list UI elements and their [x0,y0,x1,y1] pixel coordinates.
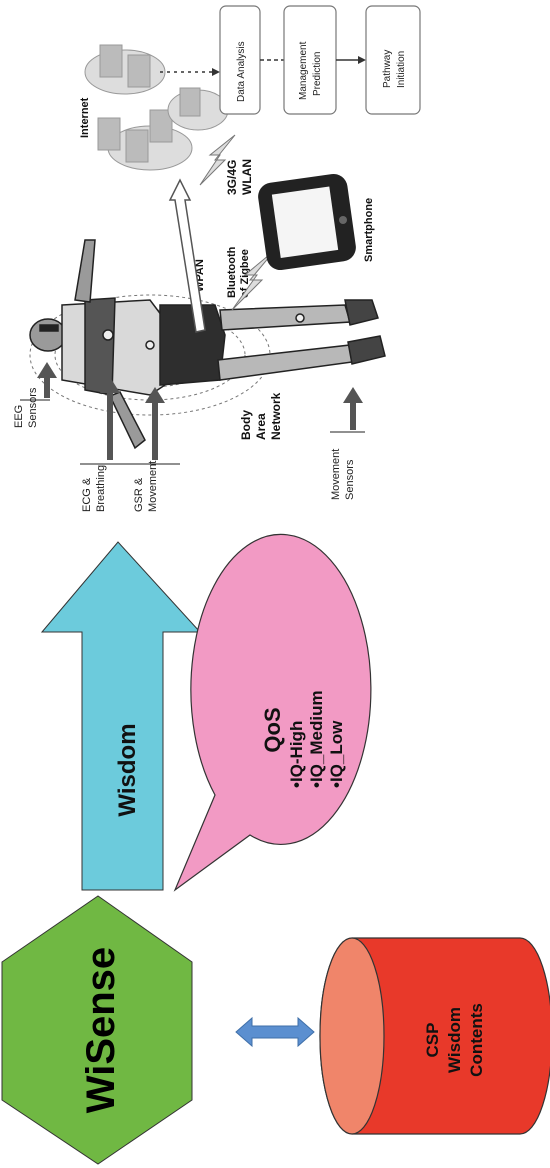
bluetooth-line-2: of Zigbee [239,249,251,298]
person-figure [29,239,386,450]
qos-item-low: •IQ_Low [327,720,346,788]
gsr-line-2: Movement [147,461,159,512]
csp-line-1: CSP [423,1023,442,1058]
ban-label: Body Area Network [239,392,283,440]
pipeline-link-2-arrowhead [358,56,366,64]
sensor-arrows [37,362,363,460]
bluetooth-label: Bluetooth of Zigbee [226,246,251,298]
smartphone-icon [258,173,356,271]
internet-to-analysis-arrowhead [212,68,220,76]
pipeline-prediction-label: Prediction [312,52,323,96]
pipeline-pathway-label: Pathway [382,50,393,88]
movement-line-2: Sensors [344,459,356,500]
movement-sensors-label: Movement Sensors [330,449,356,500]
pipeline-initiation-label: Initiation [396,51,407,88]
ban-line-3: Network [269,392,283,440]
cellular-line-2: WLAN [240,159,254,195]
wisdom-arrow-label: Wisdom [114,723,141,816]
csp-wisdom-contents-store: CSP Wisdom Contents [319,937,550,1135]
hexagon-shape [1,895,193,1165]
double-arrow-shape [235,1016,315,1048]
cellular-label: 3G/4G WLAN [225,159,254,195]
qos-item-high: •IQ-High [287,721,306,788]
wireless-bolt-icons [199,134,276,311]
body-area-network-illustration: EEG Sensors ECG & Breathing GSR & Moveme… [13,5,421,512]
ban-line-2: Area [254,413,268,440]
ecg-breathing-label: ECG & Breathing [81,465,107,512]
eeg-line-1: EEG [13,405,25,428]
qos-item-medium: •IQ_Medium [307,690,326,788]
ban-line-1: Body [239,410,253,440]
wpan-uplink-arrow [168,178,206,333]
cylinder-top [319,937,385,1135]
sync-double-arrow [235,1016,315,1048]
pipeline-pathway-initiation: Pathway Initiation [365,5,421,115]
bluetooth-line-1: Bluetooth [226,246,238,298]
eeg-line-2: Sensors [27,387,39,428]
wisdom-arrow: Wisdom [40,541,202,891]
smartphone-label: Smartphone [363,198,375,262]
csp-line-2: Wisdom [445,1007,464,1073]
qos-bubble-shape [173,533,372,892]
gsr-line-1: GSR & [133,477,145,512]
qos-bubble: QoS •IQ-High •IQ_Medium •IQ_Low [173,533,372,892]
qos-title: QoS [260,707,285,752]
gsr-movement-label: GSR & Movement [133,461,159,512]
pipeline-management-label: Management [298,41,309,100]
pipeline-data-analysis-label: Data Analysis [236,41,247,102]
cellular-line-1: 3G/4G [225,160,239,195]
pipeline-data-analysis: Data Analysis [219,5,261,115]
internet-label: Internet [79,97,91,138]
wisdom-arrow-shape [40,541,202,891]
pipeline-management-prediction: Management Prediction [283,5,337,115]
ecg-line-1: ECG & [81,477,93,512]
movement-line-1: Movement [330,449,342,500]
ecg-line-2: Breathing [95,465,107,512]
wisense-label: WiSense [79,947,123,1113]
eeg-sensors-label: EEG Sensors [13,387,39,428]
csp-line-3: Contents [467,1003,486,1077]
wisense-hexagon: WiSense [1,895,193,1165]
internet-server-cloud-icons [84,44,229,171]
